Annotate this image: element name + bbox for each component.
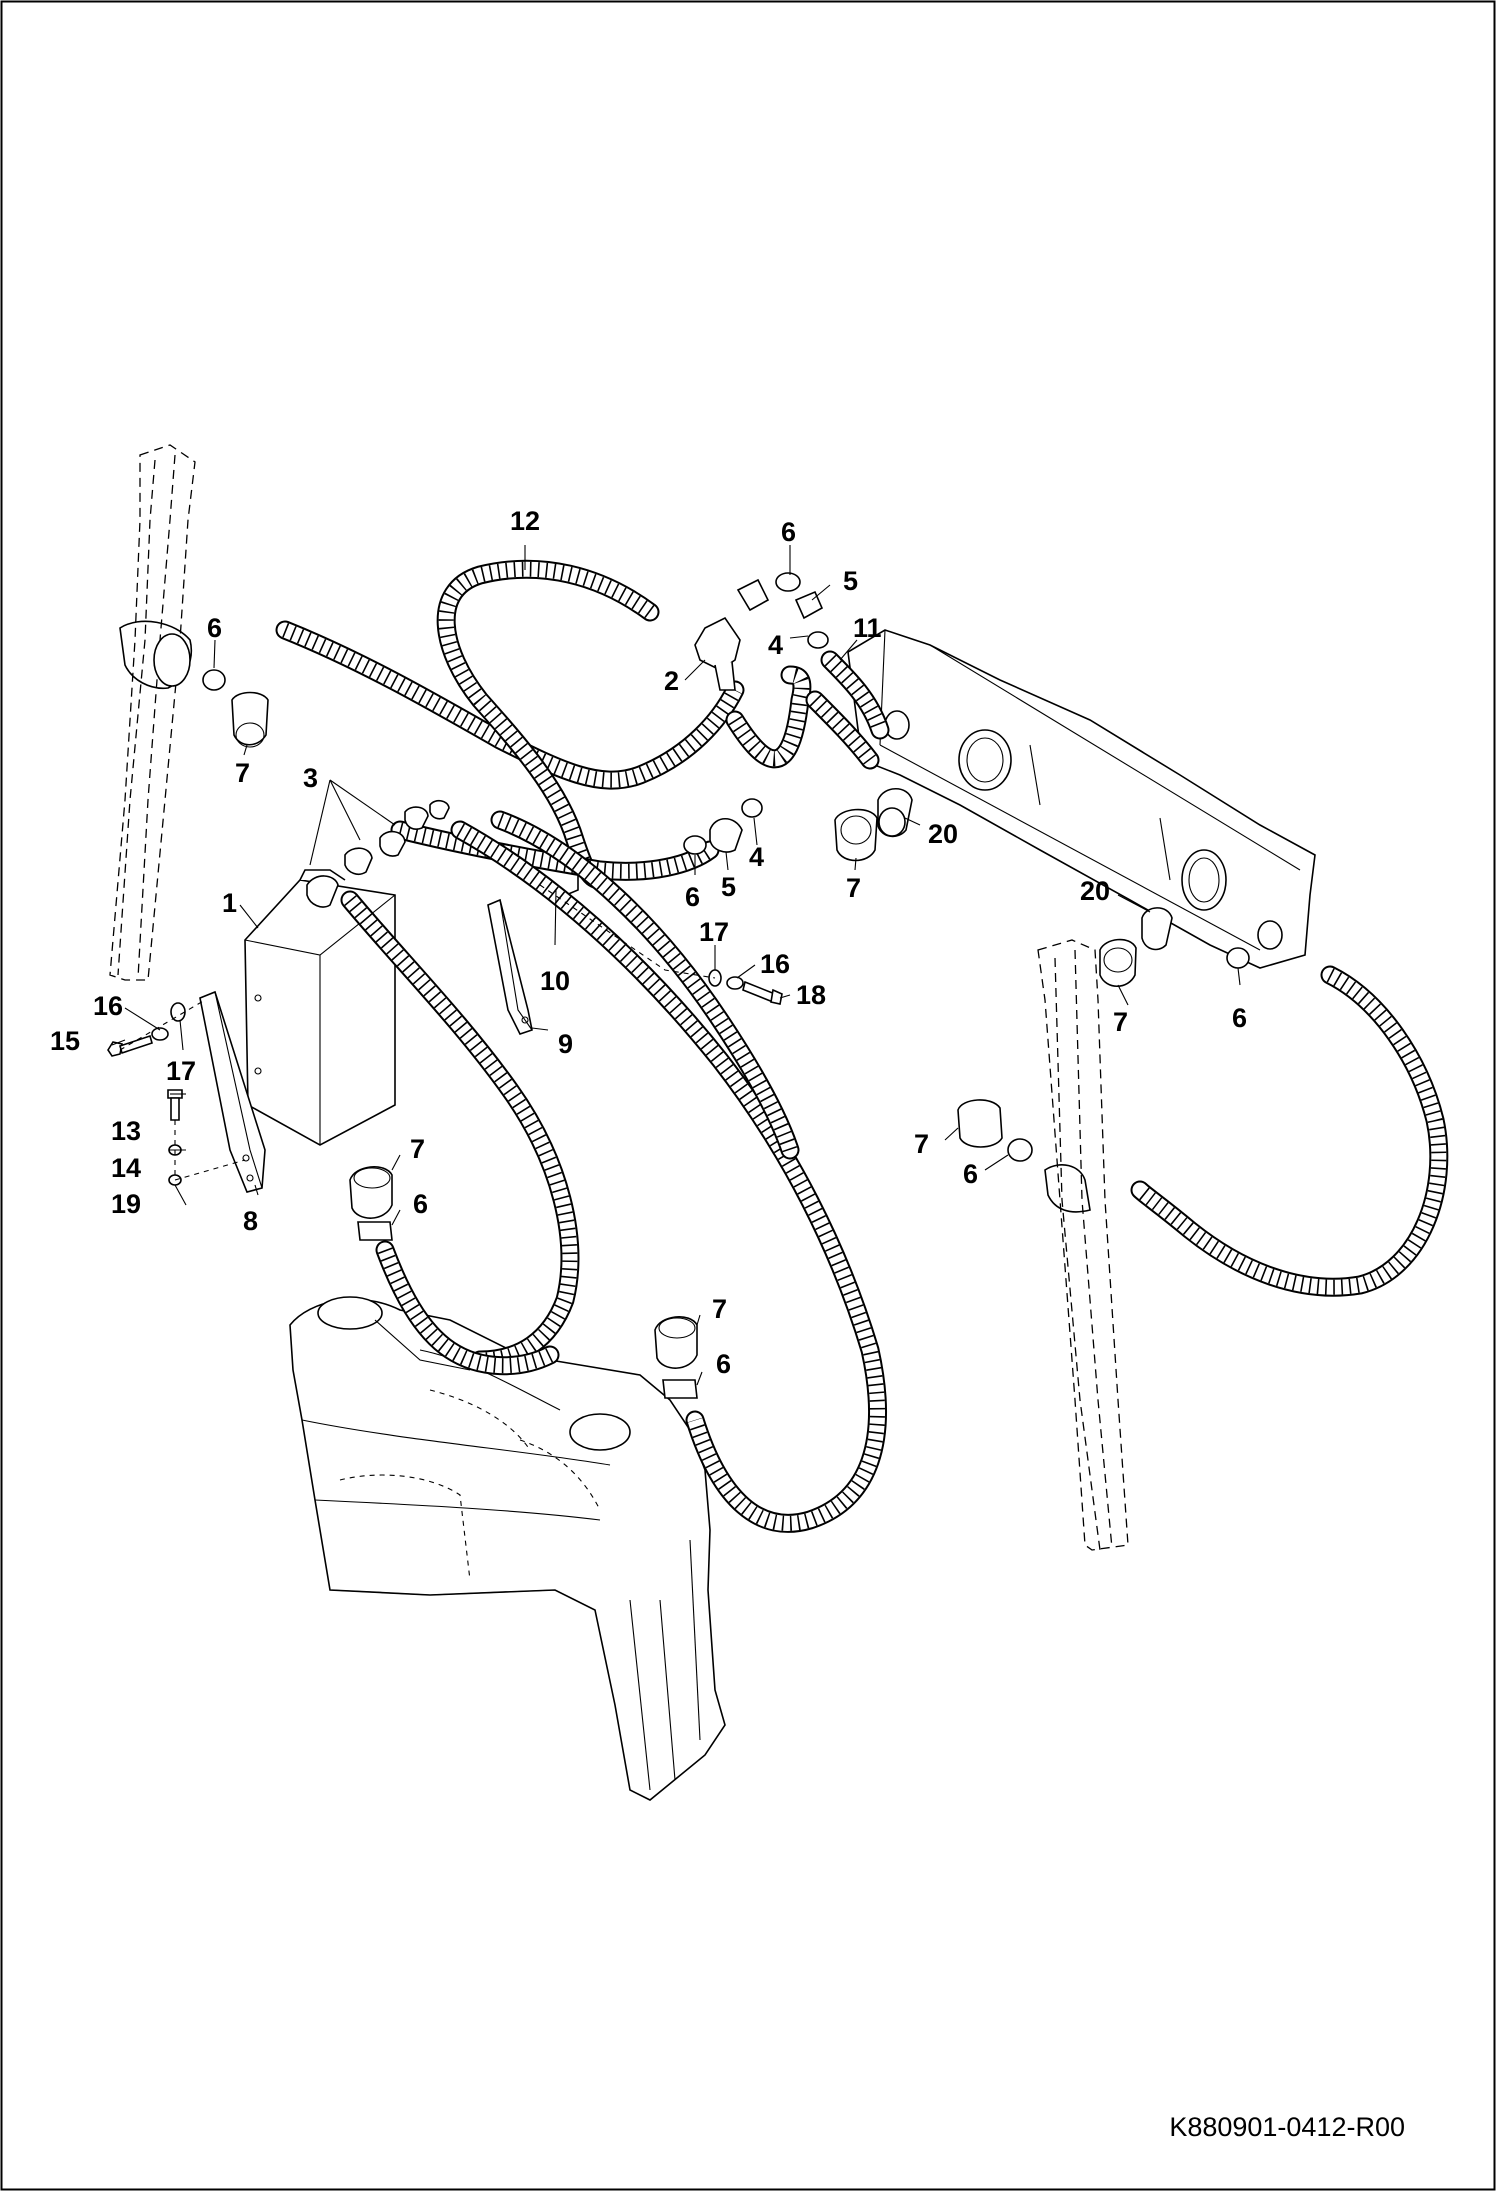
hose-heater-down-a (340, 890, 580, 1370)
callout-11: 11 (853, 613, 882, 643)
callout-6: 6 (781, 517, 796, 547)
callout-14: 14 (111, 1153, 141, 1183)
hose-11 (805, 650, 890, 770)
callout-7: 7 (1113, 1007, 1128, 1037)
right-pillar (1037, 939, 1129, 1551)
hardware (107, 884, 783, 1186)
tank-assembly (289, 1296, 726, 1801)
callout-16: 16 (93, 991, 123, 1021)
small-parts (202, 572, 1250, 1399)
callout-6: 6 (413, 1189, 428, 1219)
leader-lines (111, 545, 1241, 1386)
hose-long-left (275, 620, 745, 790)
callout-19: 19 (111, 1189, 141, 1219)
callout-2: 2 (664, 666, 679, 696)
callout-6: 6 (716, 1349, 731, 1379)
hoses (275, 559, 1449, 1533)
hose-right-pillar (1130, 965, 1449, 1297)
callout-5: 5 (843, 566, 858, 596)
callout-6: 6 (1232, 1003, 1247, 1033)
callout-17: 17 (699, 917, 729, 947)
document-id: K880901-0412-R00 (1169, 2112, 1405, 2142)
callout-18: 18 (796, 980, 826, 1010)
callout-12: 12 (510, 506, 540, 536)
callout-7: 7 (914, 1129, 929, 1159)
callout-20: 20 (1080, 876, 1110, 906)
hose-to-heater-b (725, 665, 812, 769)
hose-loop-12 (436, 559, 660, 890)
front-duct-panel (847, 629, 1316, 969)
hose-to-tank-left (375, 1240, 560, 1376)
callout-1: 1 (222, 888, 237, 918)
callout-6: 6 (963, 1159, 978, 1189)
callout-7: 7 (235, 758, 250, 788)
callout-9: 9 (558, 1029, 573, 1059)
callout-7: 7 (712, 1294, 727, 1324)
left-pillar (109, 444, 196, 981)
callout-3: 3 (303, 763, 318, 793)
bracket-left (199, 990, 266, 1193)
bracket-right (487, 898, 533, 1035)
callout-15: 15 (50, 1026, 80, 1056)
callout-16: 16 (760, 949, 790, 979)
callout-6: 6 (207, 613, 222, 643)
hose-heater-down-c (490, 810, 800, 1160)
callout-4: 4 (749, 842, 764, 872)
callouts: 1 2 3 4 4 5 5 6 6 6 6 6 6 6 7 7 7 7 7 7 … (50, 506, 1247, 1379)
callout-4: 4 (768, 630, 783, 660)
heater-unit (244, 869, 396, 1146)
callout-5: 5 (721, 872, 736, 902)
callout-20: 20 (928, 819, 958, 849)
callout-10: 10 (540, 966, 570, 996)
callout-8: 8 (243, 1206, 258, 1236)
callout-6: 6 (685, 882, 700, 912)
callout-17: 17 (166, 1056, 196, 1086)
callout-7: 7 (410, 1134, 425, 1164)
callout-13: 13 (111, 1116, 141, 1146)
hose-heater-down-b (450, 820, 887, 1533)
callout-7: 7 (846, 873, 861, 903)
